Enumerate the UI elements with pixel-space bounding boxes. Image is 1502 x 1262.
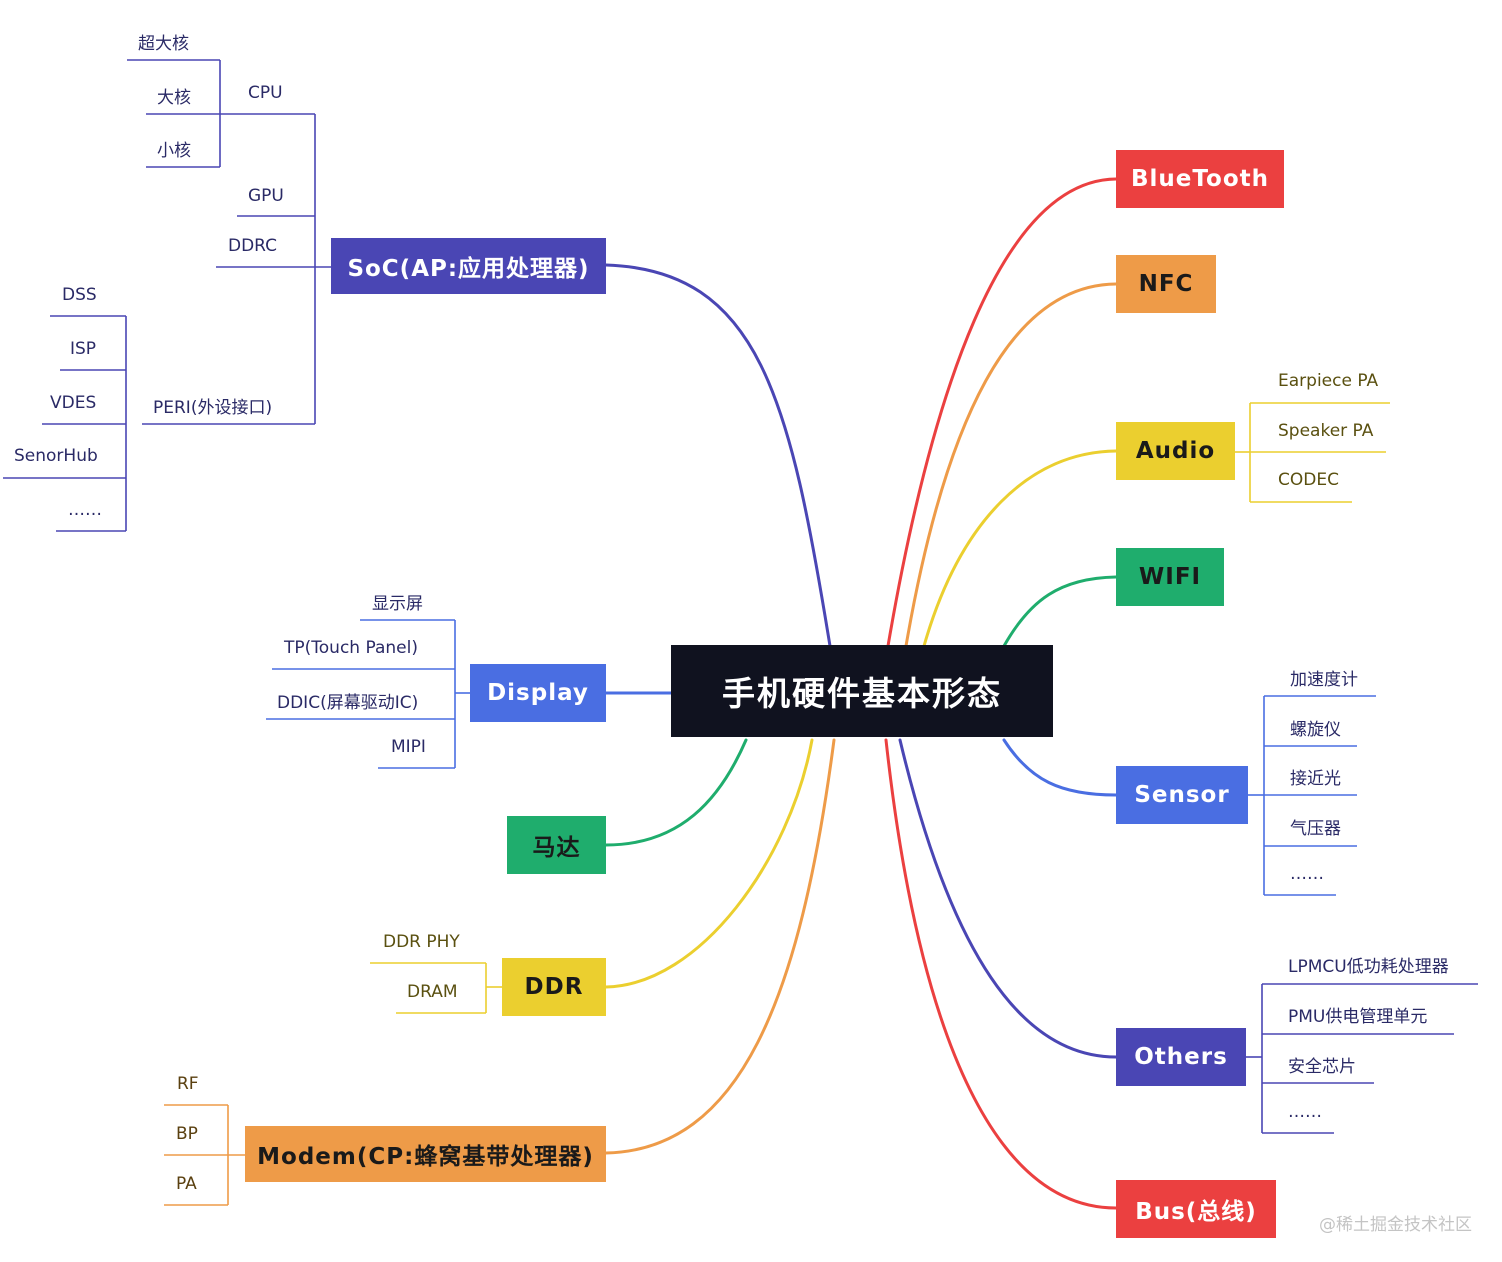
leaf-display-item-2[interactable]: DDIC(屏幕驱动IC) (277, 693, 419, 713)
leaf-cpu[interactable]: CPU (248, 83, 283, 103)
watermark: @稀土掘金技术社区 (1319, 1215, 1472, 1235)
connector-ddr (604, 738, 814, 989)
leaf-others-item-3[interactable]: …… (1288, 1102, 1322, 1122)
leaf-audio-item-1[interactable]: Speaker PA (1278, 421, 1374, 441)
connector-audio (922, 449, 1118, 648)
leaf-modem-item-1[interactable]: BP (176, 1124, 198, 1144)
connector-bus (884, 738, 1118, 1210)
connector-soc (604, 263, 832, 648)
leaf-others-item-2[interactable]: 安全芯片 (1288, 1057, 1356, 1077)
leaf-ddrc[interactable]: DDRC (228, 236, 278, 256)
leaf-sensor-item-1[interactable]: 螺旋仪 (1290, 720, 1341, 740)
leaf-peri-item-1[interactable]: ISP (70, 339, 97, 359)
node-sensor[interactable]: Sensor (1116, 766, 1248, 824)
leaf-display-item-1[interactable]: TP(Touch Panel) (284, 638, 418, 658)
connector-nfc (904, 282, 1118, 648)
node-others[interactable]: Others (1116, 1028, 1246, 1086)
node-soc[interactable]: SoC(AP:应用处理器) (331, 238, 606, 294)
leaf-ddr-item-0[interactable]: DDR PHY (383, 932, 460, 952)
leaf-modem-item-0[interactable]: RF (177, 1074, 199, 1094)
root-node[interactable]: 手机硬件基本形态 (672, 646, 1052, 736)
leaf-sensor-item-0[interactable]: 加速度计 (1290, 670, 1358, 690)
leaf-gpu[interactable]: GPU (248, 186, 284, 206)
leaf-audio-item-0[interactable]: Earpiece PA (1278, 371, 1379, 391)
leaf-display-item-0[interactable]: 显示屏 (372, 594, 423, 614)
leaf-cpu-item-2[interactable]: 小核 (157, 141, 191, 161)
leaf-peri-item-2[interactable]: VDES (50, 393, 97, 413)
connector-others (898, 738, 1118, 1059)
leaf-others-item-0[interactable]: LPMCU低功耗处理器 (1288, 957, 1449, 977)
node-modem[interactable]: Modem(CP:蜂窝基带处理器) (245, 1126, 606, 1182)
leaf-cpu-item-0[interactable]: 超大核 (138, 34, 189, 54)
leaf-sensor-item-3[interactable]: 气压器 (1290, 819, 1341, 839)
leaf-peri-item-3[interactable]: SenorHub (14, 446, 98, 466)
node-wifi[interactable]: WIFI (1116, 548, 1224, 606)
leaf-others-item-1[interactable]: PMU供电管理单元 (1288, 1007, 1428, 1027)
leaf-ddr-item-1[interactable]: DRAM (407, 982, 458, 1002)
leaf-peri[interactable]: PERI(外设接口) (153, 398, 273, 418)
node-bluetooth[interactable]: BlueTooth (1116, 150, 1284, 208)
leaf-audio-item-2[interactable]: CODEC (1278, 470, 1339, 490)
node-ddr[interactable]: DDR (502, 958, 606, 1016)
leaf-modem-item-2[interactable]: PA (176, 1174, 197, 1194)
connector-modem (604, 738, 836, 1155)
node-bus[interactable]: Bus(总线) (1116, 1180, 1276, 1238)
leaf-peri-item-0[interactable]: DSS (62, 285, 97, 305)
node-audio[interactable]: Audio (1116, 422, 1235, 480)
connector-bluetooth (886, 177, 1118, 648)
leaf-peri-item-4[interactable]: …… (68, 500, 102, 520)
leaf-cpu-item-1[interactable]: 大核 (157, 88, 191, 108)
node-motor[interactable]: 马达 (507, 816, 606, 874)
leaf-sensor-item-4[interactable]: …… (1290, 864, 1324, 884)
node-nfc[interactable]: NFC (1116, 255, 1216, 313)
node-display[interactable]: Display (470, 664, 606, 722)
leaf-display-item-3[interactable]: MIPI (391, 737, 426, 757)
leaf-sensor-item-2[interactable]: 接近光 (1290, 769, 1341, 789)
connector-motor (604, 738, 748, 847)
connector-wifi (1002, 575, 1118, 648)
connector-sensor (1002, 738, 1118, 797)
